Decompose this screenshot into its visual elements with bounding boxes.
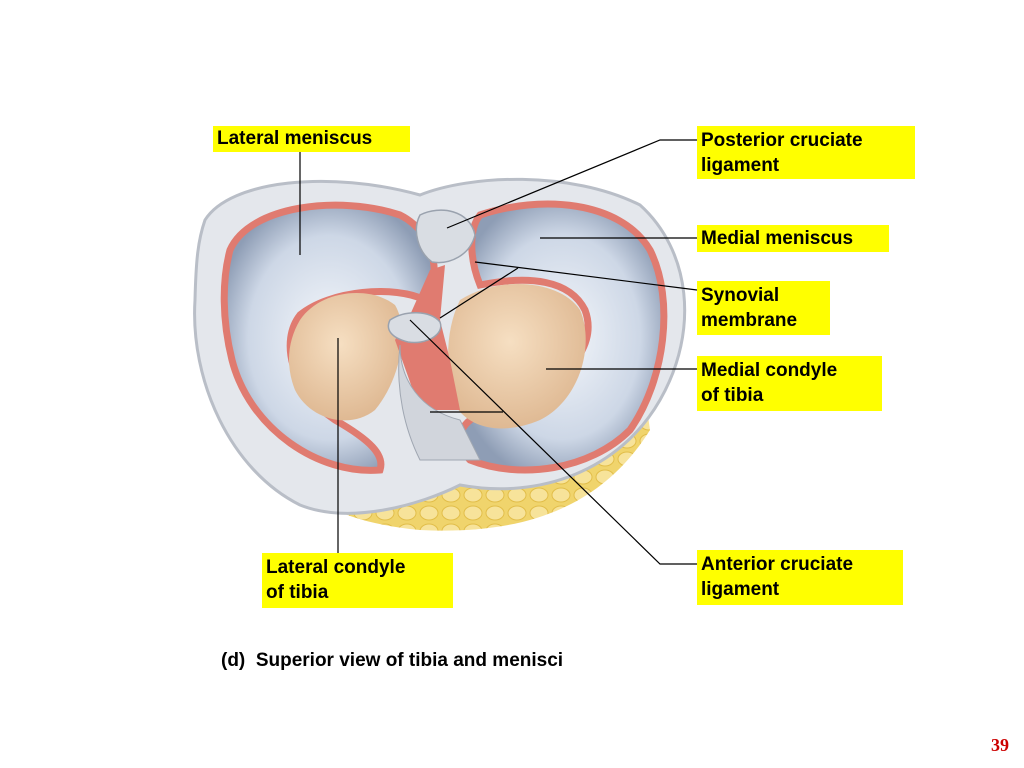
figure-caption: (d) Superior view of tibia and menisci (221, 650, 564, 671)
label-medial-meniscus: Medial meniscus (697, 225, 889, 252)
acl-shape (387, 312, 442, 344)
label-lateral-condyle: Lateral condyle of tibia (262, 553, 453, 608)
pcl-shape (415, 209, 476, 264)
ligament-fibers (398, 344, 481, 461)
page-number: 39 (991, 735, 1009, 755)
leader-synovial-top (474, 261, 698, 291)
lateral-condyle-shape (288, 293, 403, 421)
label-posterior-cruciate: Posterior cruciate ligament (697, 126, 915, 179)
label-anterior-cruciate: Anterior cruciate ligament (697, 550, 903, 605)
leader-anterior-cruciate (409, 319, 697, 565)
leader-posterior-cruciate (446, 139, 697, 229)
label-medial-condyle: Medial condyle of tibia (697, 356, 882, 411)
label-synovial-membrane: Synovial membrane (697, 281, 830, 335)
medial-condyle-shape (448, 283, 586, 429)
label-lateral-meniscus: Lateral meniscus (213, 126, 410, 152)
leader-synovial-bottom (439, 267, 519, 319)
